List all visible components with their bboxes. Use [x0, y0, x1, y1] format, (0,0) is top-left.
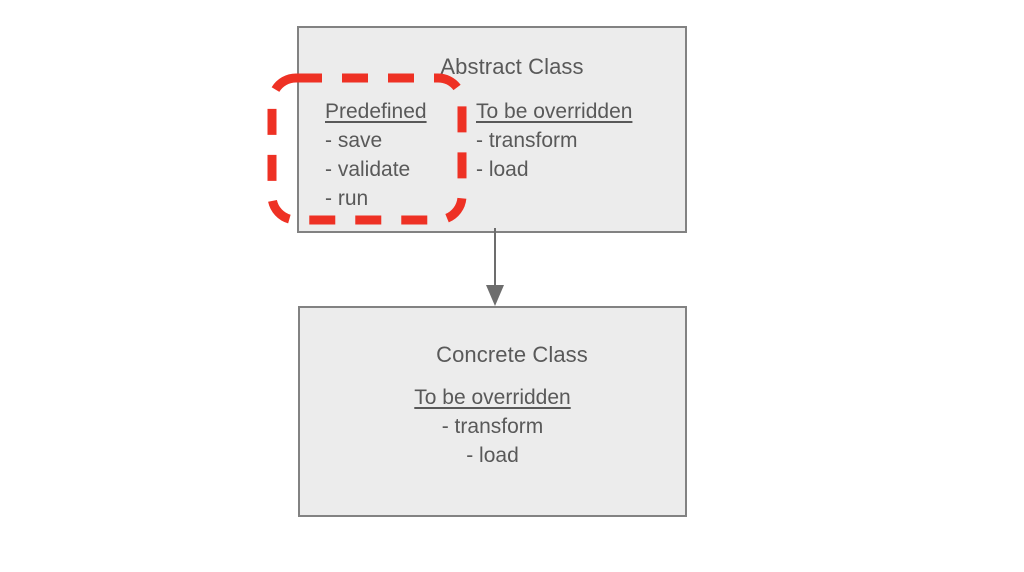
- concrete-member-load: - load: [466, 444, 519, 467]
- predefined-column: Predefined - save - validate - run: [325, 97, 427, 213]
- to-be-overridden-member-load: - load: [476, 158, 529, 181]
- predefined-member-run: - run: [325, 187, 369, 210]
- concrete-class-members: To be overridden - transform - load: [298, 383, 687, 470]
- concrete-to-be-overridden-heading: To be overridden: [414, 386, 571, 409]
- predefined-member-save: - save: [325, 129, 383, 152]
- concrete-class-box[interactable]: [298, 306, 687, 517]
- to-be-overridden-column: To be overridden - transform - load: [476, 97, 632, 184]
- predefined-heading: Predefined: [325, 100, 427, 123]
- concrete-member-transform: - transform: [441, 415, 544, 438]
- abstract-class-title: Abstract Class: [440, 54, 584, 79]
- to-be-overridden-member-transform: - transform: [476, 129, 578, 152]
- arrow-head-icon: [486, 285, 504, 306]
- concrete-class-title: Concrete Class: [436, 342, 588, 367]
- predefined-member-validate: - validate: [325, 158, 411, 181]
- to-be-overridden-heading: To be overridden: [476, 100, 633, 123]
- inheritance-arrow: [486, 228, 504, 306]
